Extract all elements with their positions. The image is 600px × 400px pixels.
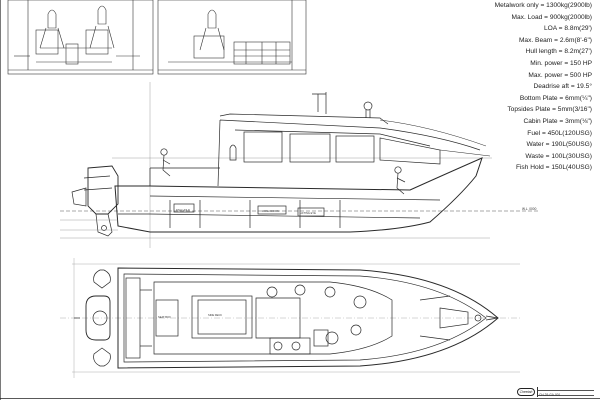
title-block-row bbox=[538, 387, 594, 392]
spec-label: Max. power bbox=[528, 72, 570, 79]
spec-min-power: Min. power150 HP bbox=[470, 58, 600, 70]
deck-tag-label: WASH DOWN bbox=[262, 209, 279, 213]
spec-value: 5mm(3/16") bbox=[557, 106, 592, 114]
title-block-grid bbox=[537, 387, 594, 397]
spec-value: 19.5° bbox=[576, 83, 592, 91]
spec-value: 2.6m(8'-6") bbox=[559, 36, 592, 44]
spec-fish-hold: Fish Hold150L(40USG) bbox=[470, 162, 600, 174]
spec-max-power: Max. power500 HP bbox=[470, 70, 600, 82]
spec-bottom-plate: Bottom Plate6mm(¼") bbox=[470, 93, 600, 105]
spec-value: 8.2m(27') bbox=[564, 48, 592, 56]
spec-label: Water bbox=[526, 141, 551, 148]
section-view-right bbox=[157, 0, 307, 75]
spec-waste: Waste100L(30USG) bbox=[470, 151, 600, 163]
hull-tag-label: LIFTING EYE bbox=[300, 211, 316, 215]
spec-label: Fish Hold bbox=[516, 164, 551, 171]
spec-label: Max. Load bbox=[512, 14, 550, 21]
spec-label: Waste bbox=[525, 153, 551, 160]
spec-label: Min. power bbox=[530, 60, 570, 67]
spec-label: Metalwork only bbox=[495, 2, 547, 9]
spec-label: Bottom Plate bbox=[520, 95, 565, 102]
spec-metalwork: Metalwork only1300kg(2900lb) bbox=[470, 0, 600, 12]
spec-value: 150L(40USG) bbox=[551, 164, 592, 172]
spec-label: Topsides Plate bbox=[507, 106, 557, 113]
spec-value: 190L(50USG) bbox=[551, 141, 592, 149]
spec-loa: LOA8.8m(29') bbox=[470, 23, 600, 35]
specifications-list: Metalwork only1300kg(2900lb) Max. Load90… bbox=[470, 0, 600, 174]
spec-max-load: Max. Load900kg(2000lb) bbox=[470, 12, 600, 24]
spec-value: 900kg(2000lb) bbox=[549, 13, 592, 21]
spec-value: 8.8m(29') bbox=[564, 25, 592, 33]
spec-water: Water190L(50USG) bbox=[470, 139, 600, 151]
waterline-label: W.L. 0000 bbox=[522, 207, 537, 211]
plan-view bbox=[60, 258, 520, 378]
seat-tag-label: SEAT BOX bbox=[158, 315, 171, 319]
spec-label: Hull length bbox=[526, 48, 565, 55]
drawing-number: CH-29-GA-001 bbox=[539, 393, 561, 397]
title-block-row bbox=[538, 391, 594, 396]
hold-tag-label: FISH HOLD bbox=[176, 208, 190, 212]
spec-value: 500 HP bbox=[570, 71, 592, 79]
spec-label: Deadrise aft bbox=[533, 83, 576, 90]
spec-topsides-plate: Topsides Plate5mm(3/16") bbox=[470, 104, 600, 116]
spec-deadrise: Deadrise aft19.5° bbox=[470, 81, 600, 93]
spec-cabin-plate: Cabin Plate3mm(⅛") bbox=[470, 116, 600, 128]
section-view-left bbox=[7, 0, 154, 75]
spec-value: 6mm(¼") bbox=[565, 94, 592, 102]
side-profile-view bbox=[60, 82, 540, 248]
spec-max-beam: Max. Beam2.6m(8'-6") bbox=[470, 35, 600, 47]
spec-label: Fuel bbox=[527, 130, 547, 137]
spec-value: 150 HP bbox=[570, 59, 592, 67]
spec-hull-length: Hull length8.2m(27') bbox=[470, 46, 600, 58]
spec-value: 450L(120USG) bbox=[547, 129, 592, 137]
brand-logo: Cheetah bbox=[517, 388, 535, 396]
spec-value: 3mm(⅛") bbox=[565, 117, 592, 125]
side-tag-label: SIDE DECK bbox=[208, 313, 222, 317]
spec-value: 1300kg(2900lb) bbox=[546, 2, 592, 9]
spec-value: 100L(30USG) bbox=[551, 152, 592, 160]
title-block: Cheetah CH-29-GA-001 bbox=[515, 386, 595, 398]
spec-label: LOA bbox=[544, 25, 564, 32]
spec-fuel: Fuel450L(120USG) bbox=[470, 128, 600, 140]
spec-label: Cabin Plate bbox=[524, 118, 566, 125]
spec-label: Max. Beam bbox=[519, 37, 560, 44]
